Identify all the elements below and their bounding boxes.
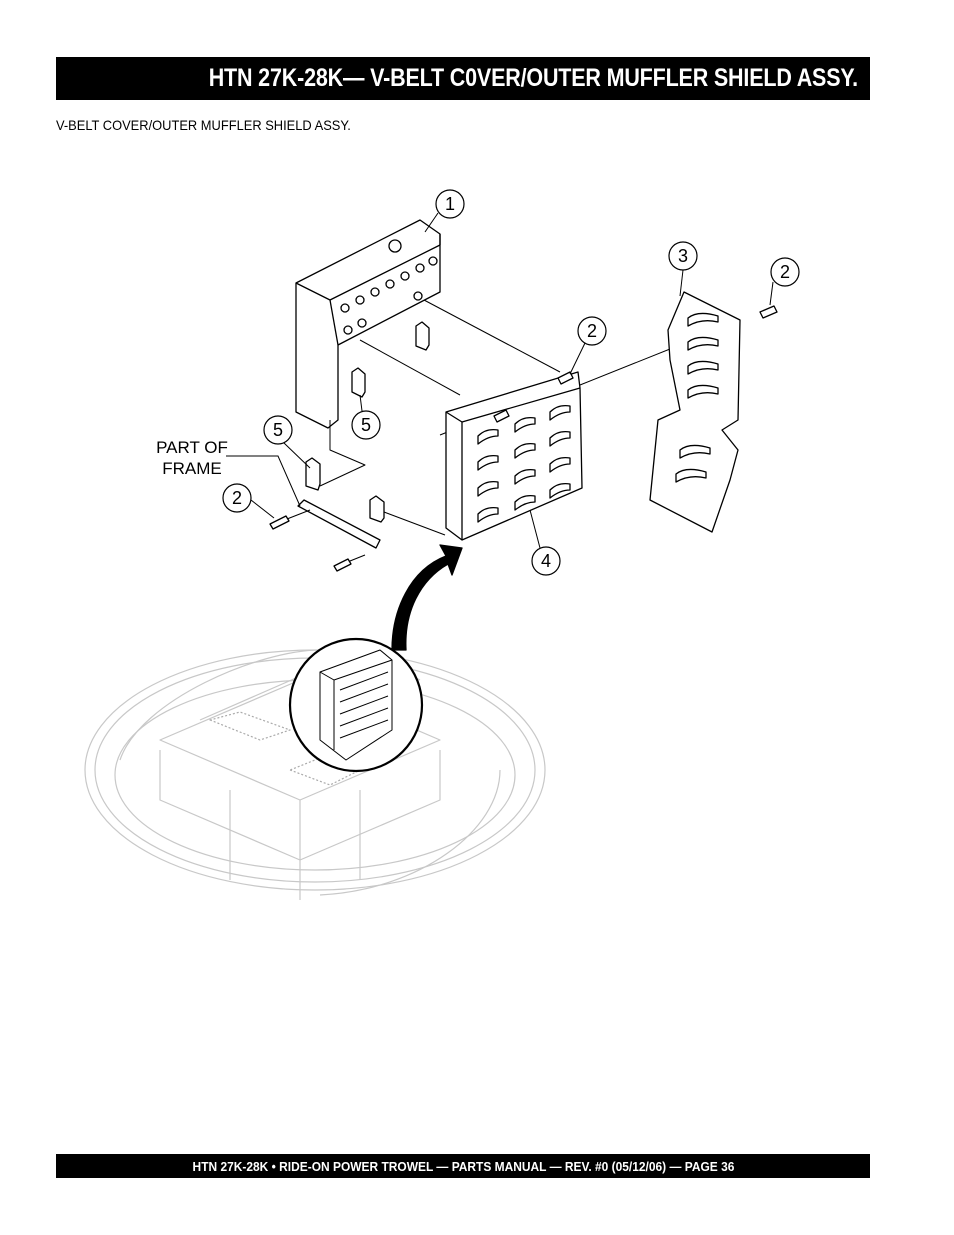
- callout-1: 1: [445, 194, 455, 214]
- frame-label-line2: FRAME: [162, 459, 222, 478]
- part-2-bolts: [269, 305, 778, 572]
- outer-louvers: [675, 312, 719, 483]
- footer-text: HTN 27K-28K • RIDE-ON POWER TROWEL — PAR…: [192, 1158, 734, 1174]
- callout-5-center: 5: [361, 415, 371, 435]
- mounting-holes: [340, 239, 438, 335]
- callout-3: 3: [678, 246, 688, 266]
- callout-2-left: 2: [232, 488, 242, 508]
- callout-leaders: [226, 212, 774, 549]
- frame-plate: [297, 499, 381, 549]
- page-title: HTN 27K-28K— V-BELT C0VER/OUTER MUFFLER …: [208, 64, 858, 92]
- zoomed-assembly: [319, 649, 393, 761]
- footer-bar: HTN 27K-28K • RIDE-ON POWER TROWEL — PAR…: [56, 1154, 870, 1178]
- callout-labels: 1 2 3 2 5 5 2 4: [232, 194, 790, 571]
- part-5-clips: [305, 321, 430, 523]
- location-arrow: [391, 544, 463, 651]
- part-3-outer-shield: [649, 291, 741, 533]
- callout-4: 4: [541, 551, 551, 571]
- page-title-bar: HTN 27K-28K— V-BELT C0VER/OUTER MUFFLER …: [56, 57, 870, 100]
- callout-2-far-right: 2: [780, 262, 790, 282]
- frame-label-line1: PART OF: [156, 438, 228, 457]
- callout-2-right-top: 2: [587, 321, 597, 341]
- diagram-subtitle: V-BELT COVER/OUTER MUFFLER SHIELD ASSY.: [56, 117, 351, 133]
- callout-5-left: 5: [273, 420, 283, 440]
- callout-circles: [222, 189, 800, 576]
- part-4-muffler-shield: [445, 371, 583, 541]
- part-1-vbelt-cover: [295, 219, 441, 429]
- louvers: [477, 404, 571, 523]
- part-of-frame-label: PART OF FRAME: [156, 438, 228, 478]
